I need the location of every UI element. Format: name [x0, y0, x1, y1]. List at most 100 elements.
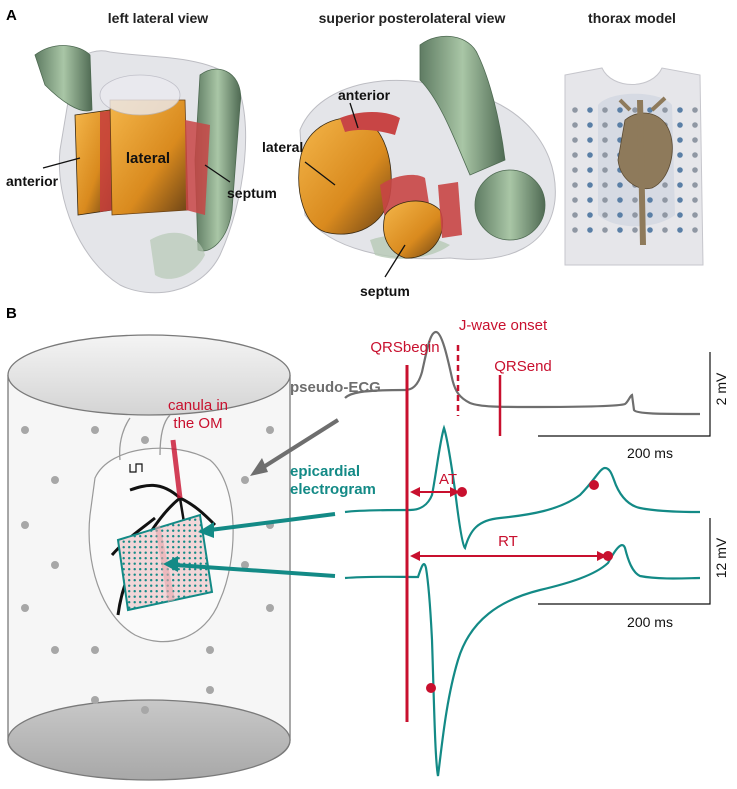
tank-electrode: [241, 476, 249, 484]
rt-label: RT: [498, 533, 518, 550]
at-label: AT: [439, 471, 457, 488]
thorax-electrode: [587, 197, 593, 203]
tank-electrode: [206, 646, 214, 654]
thorax-electrode: [602, 197, 608, 203]
thorax-electrode: [587, 107, 593, 113]
thorax-electrode: [662, 107, 668, 113]
lateral-pointer-a2: [304, 161, 336, 186]
thorax-electrode: [692, 152, 698, 158]
thorax-electrode: [572, 182, 578, 188]
thorax-electrode: [692, 227, 698, 233]
tank-electrode: [21, 604, 29, 612]
left-view-anterior-label: anterior: [6, 173, 59, 189]
superior-posterolateral-view-title: superior posterolateral view: [319, 10, 506, 26]
tank-electrode: [51, 646, 59, 654]
tank-electrodes: [21, 426, 274, 714]
thorax-electrode: [602, 137, 608, 143]
thorax-electrode: [572, 107, 578, 113]
thorax-electrode: [617, 107, 623, 113]
thorax-electrode: [572, 212, 578, 218]
left-lateral-view-title: left lateral view: [108, 10, 208, 26]
thorax-electrode: [677, 227, 683, 233]
j-wave-label: J-wave onset: [459, 317, 548, 334]
tank-electrode: [51, 476, 59, 484]
canula-label-line1: canula in: [168, 397, 228, 414]
anterior-pointer-a2: [349, 102, 359, 129]
thorax-electrode: [572, 152, 578, 158]
thorax-electrode: [617, 182, 623, 188]
thorax-electrode: [692, 122, 698, 128]
superior-view-lateral-label: lateral: [262, 139, 303, 155]
superior-view-anterior-label: anterior: [338, 87, 391, 103]
thorax-electrode: [587, 122, 593, 128]
electrogram-1-rt-marker: [589, 480, 599, 490]
electrogram-arrow-2: [174, 563, 336, 578]
superior-view-septum-label: septum: [360, 283, 410, 299]
thorax-electrode: [662, 227, 668, 233]
thorax-electrode: [677, 182, 683, 188]
thorax-electrode: [677, 167, 683, 173]
thorax-electrode: [587, 152, 593, 158]
thorax-electrode: [632, 107, 638, 113]
thorax-electrode: [602, 122, 608, 128]
at-arrowhead-right: [450, 487, 460, 497]
epicardial-label-line1: epicardial: [290, 463, 360, 480]
qrs-begin-label: QRSbegin: [370, 339, 439, 356]
thorax-electrode: [677, 107, 683, 113]
panel-a-letter: A: [6, 7, 17, 24]
left-view-lateral-label: lateral: [126, 150, 170, 167]
tank-electrode: [91, 696, 99, 704]
tank-electrode: [21, 521, 29, 529]
thorax-electrode: [692, 212, 698, 218]
thorax-electrode: [647, 227, 653, 233]
thorax-electrode: [572, 122, 578, 128]
thorax-electrode: [617, 227, 623, 233]
thorax-electrode: [692, 182, 698, 188]
tank-electrode: [141, 706, 149, 714]
left-lateral-heart: [34, 45, 247, 294]
thorax-electrode: [647, 212, 653, 218]
thorax-electrode: [617, 212, 623, 218]
thorax-electrode: [677, 212, 683, 218]
thorax-electrode: [587, 167, 593, 173]
thorax-electrode: [677, 122, 683, 128]
thorax-electrode: [677, 152, 683, 158]
thorax-electrode: [602, 182, 608, 188]
tank-electrode: [241, 561, 249, 569]
rt-marker: [603, 551, 613, 561]
thorax-electrode: [692, 197, 698, 203]
thorax-electrode: [572, 167, 578, 173]
electrogram-2-at-marker: [426, 683, 436, 693]
thorax-electrode: [587, 137, 593, 143]
left-view-septum-label: septum: [227, 185, 277, 201]
pseudo-ecg-arrow: [260, 418, 340, 470]
thorax-electrode: [602, 107, 608, 113]
tank-electrode: [266, 604, 274, 612]
thorax-electrode: [632, 227, 638, 233]
thorax-electrode: [632, 212, 638, 218]
canula-label-line2: the OM: [173, 415, 222, 432]
electrogram-arrowhead-1: [198, 522, 214, 538]
rt-arrowhead-right: [597, 551, 607, 561]
thorax-electrode: [647, 197, 653, 203]
qrs-end-label: QRSend: [494, 358, 552, 375]
thorax-electrode: [602, 227, 608, 233]
tank-electrode: [51, 561, 59, 569]
ecg-scale-voltage: 2 mV: [713, 372, 729, 405]
epicardial-label-line2: electrogram: [290, 481, 376, 498]
at-marker: [457, 487, 467, 497]
thorax-electrode: [572, 227, 578, 233]
ecg-scale-bar: [538, 352, 711, 437]
thorax-electrode: [662, 212, 668, 218]
thorax-electrode: [572, 197, 578, 203]
thorax-electrode: [602, 167, 608, 173]
egm-scale-time: 200 ms: [627, 614, 673, 630]
tank-heart: [88, 414, 234, 643]
thorax-electrode: [602, 152, 608, 158]
electrogram-arrowhead-2: [163, 556, 178, 572]
egm-scale-bar: [538, 518, 711, 605]
tank-electrode: [141, 436, 149, 444]
thorax-electrode: [692, 107, 698, 113]
ecg-scale-time: 200 ms: [627, 445, 673, 461]
